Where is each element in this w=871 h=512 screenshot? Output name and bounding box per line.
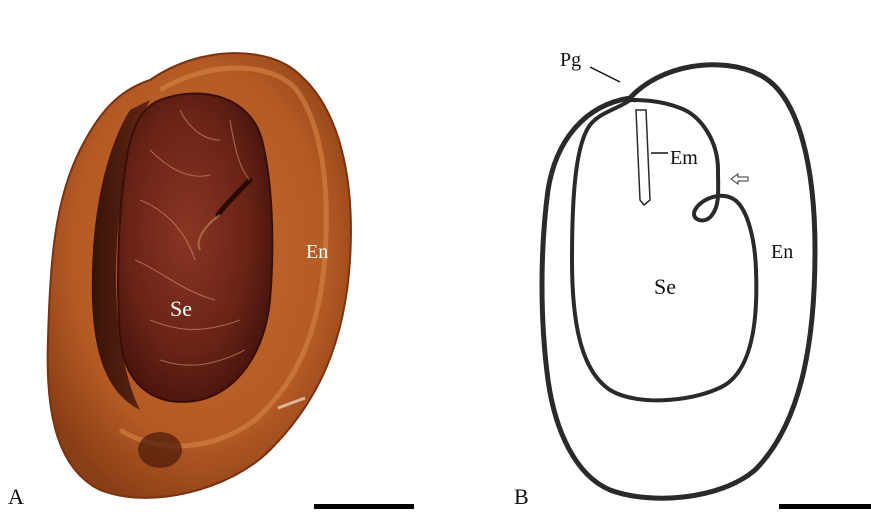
panel-letter-b: B [514,486,529,508]
label-b-en: En [771,241,793,263]
outer-outline [542,65,815,498]
pg-leader [590,67,620,82]
label-b-se: Se [654,274,676,299]
scale-bar-a [314,504,414,509]
notch-arrow [731,174,748,184]
embryo-shape [636,110,650,205]
label-b-pg: Pg [560,49,581,71]
panel-letter-a: A [8,486,24,508]
inner-outline [572,100,756,400]
scale-bar-b [779,504,871,509]
label-b-em: Em [670,147,698,169]
